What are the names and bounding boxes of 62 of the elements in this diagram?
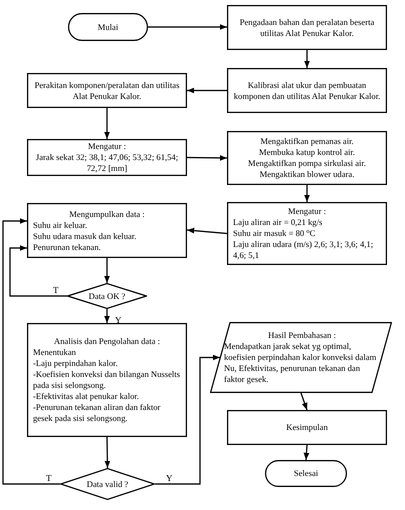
node-text: Suhu air masuk = 80 $^{o}$C: [233, 228, 316, 239]
node-text: Mengaktifkan pemanas air.: [259, 136, 355, 147]
decision-diamond: [60, 468, 155, 500]
arrow: [2, 218, 60, 485]
node-text: Mengaktikan blower udara.: [258, 169, 356, 180]
process-box: [27, 139, 187, 176]
arrow: [104, 108, 110, 139]
node-text: Jarak sekat 32; 38,1; 47,06; 53,32; 61,54; 72,72 [mm]: [34, 152, 180, 174]
arrow: [187, 155, 227, 161]
node-text: -Efektivitas alat penukar kalor.: [33, 391, 140, 402]
node-text: Perakitan komponen/peralatan dan utilitas Alat Penukar Kalor.: [34, 80, 180, 102]
data-parallelogram: [210, 322, 392, 393]
arrow: [104, 436, 110, 468]
node-text: Data OK ?: [88, 290, 126, 302]
node-text: -Laju perpindahan kalor.: [33, 358, 119, 369]
node-text: Selesai: [292, 468, 320, 479]
node-text: Penurunan tekanan.: [33, 242, 102, 252]
process-box: [227, 131, 387, 185]
node-text: Laju aliran udara (m/s) 2,6; 3,1; 3,6; 4,1; 4,6; 5,1: [233, 239, 374, 261]
node-text: Mengumpulkan data :: [68, 208, 146, 220]
edge-label: Y: [165, 474, 174, 483]
arrow: [9, 245, 67, 297]
node-text: Mengaktifkan pompa sirkulasi air.: [247, 158, 367, 169]
arrow: [104, 309, 110, 323]
node-text: Kalibrasi alat ukur dan pembuatan komponen dan utilitas Alat Penukar Kalor.: [233, 80, 381, 102]
process-box: [27, 323, 187, 437]
node-text: Kesimpulan: [285, 422, 329, 433]
arrow: [187, 88, 227, 94]
arrow: [300, 392, 308, 410]
process-box: [27, 73, 187, 108]
arrow: [148, 24, 227, 30]
edge-label: T: [52, 286, 60, 295]
process-box: [227, 68, 387, 113]
terminal-shape: [68, 13, 148, 41]
decision-diamond: [67, 283, 147, 309]
node-text: Analisis dan Pengolahan data :: [53, 336, 161, 347]
process-box: [227, 5, 387, 50]
node-text: Suhu udara masuk dan keluar.: [33, 230, 138, 242]
arrow: [304, 185, 310, 202]
process-box: [227, 410, 387, 445]
node-text: Data valid ?: [86, 478, 130, 490]
node-text: -Koefisien konveksi dan bilangan Nusselts pada sisi selongsong.: [33, 369, 181, 391]
arrow: [186, 228, 228, 234]
node-text: Mengatur :: [87, 141, 127, 152]
node-text: Menentukan: [33, 347, 77, 358]
node-text: Pengadaan bahan dan peralatan beserta utilitas Alat Penukar Kalor.: [238, 16, 376, 38]
node-text: Membuka katup kontrol air.: [258, 147, 356, 158]
node-text: -Penurunan tekanan aliran dan faktor gesek pada sisi selongsong.: [33, 402, 162, 424]
node-text: Mengatur :: [287, 206, 327, 217]
node-text: Suhu air keluar.: [33, 220, 88, 230]
node-text: Hasil Pembahasan :: [267, 330, 337, 341]
process-box: [227, 202, 387, 265]
node-text: Mendapatkan jarak sekat yg optimal, koefisien perpindahan kalor konveksi dalam Nu, Efektivitas, penurunan tekanan dan faktor gesek.: [224, 341, 378, 385]
node-text: Mulai: [96, 22, 120, 32]
terminal-shape: [265, 460, 347, 487]
edge-label: T: [45, 474, 52, 483]
arrow: [104, 258, 110, 283]
process-box: [27, 203, 187, 258]
node-text: Laju aliran air = 0,21 kg/s: [233, 217, 324, 228]
arrow: [304, 444, 310, 460]
arrow: [155, 354, 220, 485]
arrow: [304, 50, 310, 68]
